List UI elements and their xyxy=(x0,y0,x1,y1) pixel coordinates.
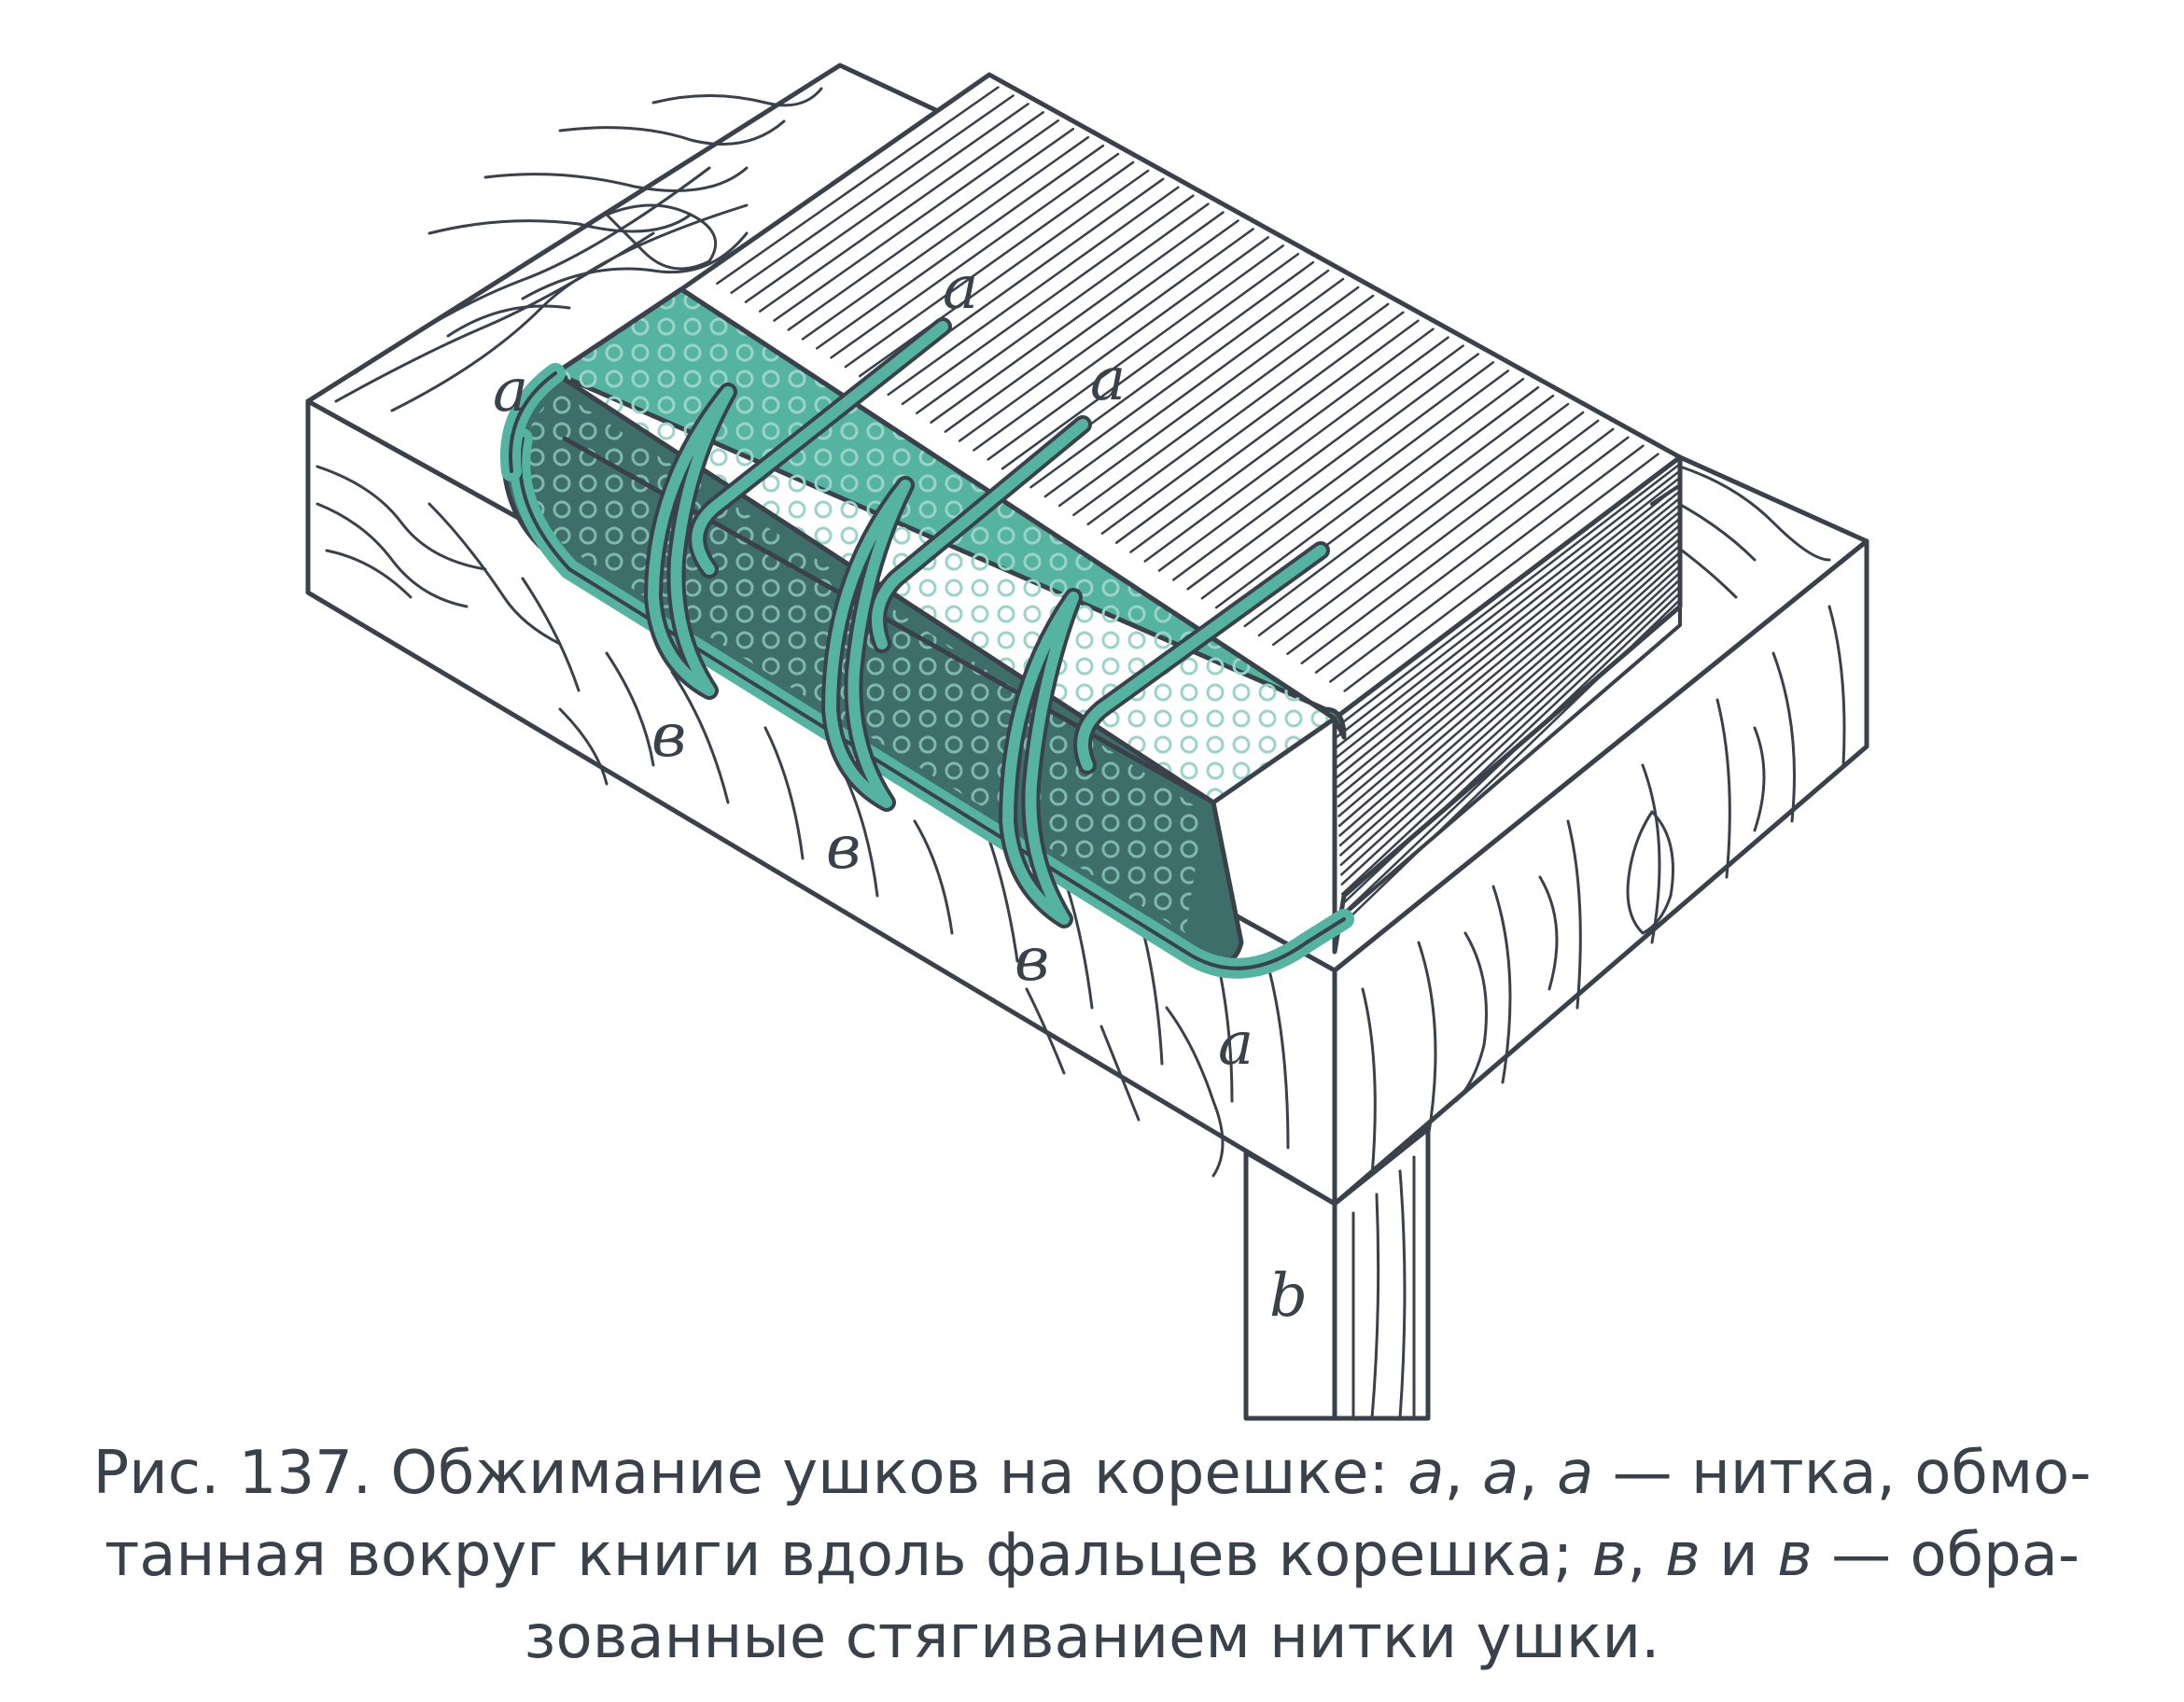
label-b: b xyxy=(1269,1262,1308,1331)
page-line xyxy=(816,144,1105,350)
page-line xyxy=(730,94,1015,294)
caption-line-3: зованные стягиванием нитки ушки. xyxy=(524,1603,1660,1672)
page-line xyxy=(1200,370,1510,600)
end-page-line xyxy=(1338,544,1682,847)
page-line xyxy=(773,119,1059,322)
thread-lines xyxy=(688,317,1330,774)
page-line xyxy=(844,160,1135,369)
page-line xyxy=(1271,411,1585,647)
page-line xyxy=(1186,361,1495,591)
page-line xyxy=(1043,277,1345,498)
caption-line-1: Рис. 137. Обжимание ушков на корешке: а,… xyxy=(92,1439,2092,1508)
page-line xyxy=(858,169,1150,378)
page-line xyxy=(1214,378,1525,609)
page-line xyxy=(1257,402,1570,637)
page-line xyxy=(1072,294,1375,517)
page-line xyxy=(1114,319,1420,544)
label-a-top: a xyxy=(943,254,978,323)
page-line xyxy=(744,103,1029,303)
caption-line-2: танная вокруг книги вдоль фальцев корешк… xyxy=(104,1521,2080,1590)
board-front-right-face xyxy=(1332,538,1869,1207)
end-page-line xyxy=(1336,490,1682,769)
page-line xyxy=(1243,394,1555,628)
page-line xyxy=(1172,353,1479,581)
label-v-2: в xyxy=(826,814,861,883)
page-line xyxy=(958,228,1254,442)
page-line xyxy=(887,186,1180,397)
page-line xyxy=(916,202,1210,415)
end-page-line xyxy=(1337,517,1682,808)
page-line xyxy=(1329,444,1645,683)
end-page-line xyxy=(1342,598,1682,925)
end-page-line xyxy=(1337,530,1682,828)
page-line xyxy=(801,135,1090,341)
end-page-line xyxy=(1338,537,1682,837)
page-line xyxy=(1100,311,1405,536)
end-page-line xyxy=(1337,523,1682,817)
end-page-line xyxy=(1335,476,1682,749)
page-line xyxy=(830,152,1120,359)
page-line xyxy=(901,194,1195,406)
board-top-grain xyxy=(334,87,1831,599)
end-page-line xyxy=(1336,496,1682,778)
page-line xyxy=(1157,344,1464,572)
end-page-line xyxy=(1334,463,1682,730)
end-page-line xyxy=(1340,578,1682,896)
label-a-upper-right: a xyxy=(1090,345,1126,414)
page-line xyxy=(1029,269,1330,489)
end-page-line xyxy=(1340,565,1682,876)
end-page-line xyxy=(1339,551,1682,857)
page-line xyxy=(1129,328,1435,553)
end-page-line xyxy=(1334,469,1682,740)
end-page-line xyxy=(1335,482,1682,760)
book-end-page-lines xyxy=(1334,463,1682,925)
page-line xyxy=(1286,419,1600,656)
label-a-left: a xyxy=(493,356,528,426)
page-line xyxy=(944,219,1239,433)
end-page-line xyxy=(1341,584,1682,905)
page-line xyxy=(787,127,1075,331)
page-line xyxy=(1343,453,1659,692)
page-line xyxy=(1314,436,1630,674)
book-page-lines xyxy=(716,86,1659,692)
page-line xyxy=(1001,252,1300,470)
page-line xyxy=(1057,286,1360,508)
figure-caption: Рис. 137. Обжимание ушков на корешке: а,… xyxy=(0,1432,2184,1679)
page-line xyxy=(930,211,1225,424)
board-front-right-grain xyxy=(1361,605,1846,1178)
thread-ears xyxy=(644,383,1083,928)
page-line xyxy=(987,244,1285,461)
end-page-line xyxy=(1337,509,1682,798)
end-page-line xyxy=(1336,503,1682,788)
page-line xyxy=(1300,427,1615,664)
label-v-1: в xyxy=(651,702,686,771)
label-a-bottom: a xyxy=(1218,1010,1253,1079)
page-line xyxy=(1143,336,1449,563)
page-line xyxy=(758,111,1044,313)
end-page-line xyxy=(1341,592,1682,915)
label-v-3: в xyxy=(1015,926,1049,995)
end-page-line xyxy=(1340,571,1682,886)
page-line xyxy=(716,86,1000,286)
page-line xyxy=(1086,302,1390,526)
page-line xyxy=(973,236,1269,452)
book-binding-illustration: a a a a в в в b xyxy=(305,63,1869,1421)
end-page-line xyxy=(1339,557,1682,867)
